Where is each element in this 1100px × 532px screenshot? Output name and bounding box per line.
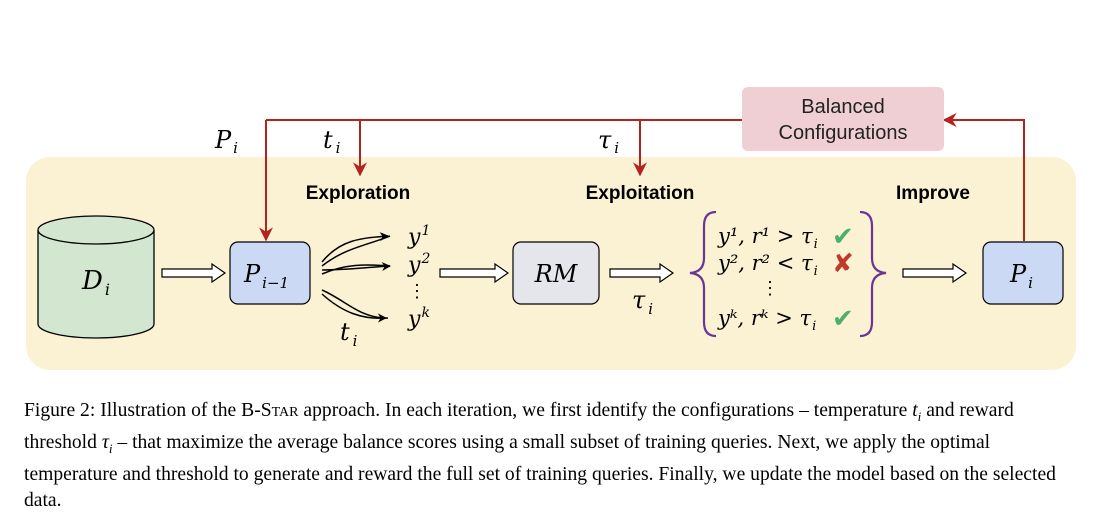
reward-brace-right: [859, 210, 887, 338]
reward-model-label: RM: [534, 260, 579, 288]
exploration-heading: Exploration: [306, 183, 411, 204]
improve-heading: Improve: [896, 183, 970, 204]
sample-dots: ⋮: [408, 281, 426, 301]
reward-row-1: y¹, r¹ > τi: [717, 224, 818, 252]
dataset-cylinder: [37, 215, 155, 339]
reward-row-2: y², r² < τi: [717, 251, 818, 279]
reward-row-k: yᵏ, rᵏ > τi: [717, 306, 816, 334]
policy-new-box: [982, 241, 1064, 305]
sample-yk: yk: [407, 305, 430, 332]
sampling-arrows: [321, 232, 391, 323]
hollow-arrow-3: [609, 262, 675, 284]
figure-caption: Figure 2: Illustration of the B-Star app…: [24, 400, 1056, 511]
hollow-arrow-2: [439, 262, 510, 284]
balanced-configurations-box: [742, 87, 944, 151]
check-icon: ✔: [832, 222, 854, 252]
hollow-arrows: [161, 262, 968, 284]
feedback-line: [942, 113, 1025, 241]
reward-model-box: [512, 241, 600, 305]
hollow-arrow-1: [161, 262, 227, 284]
cross-icon: ✘: [832, 249, 854, 279]
policy-prev-box: [229, 241, 311, 305]
balanced-label-line2: Configurations: [779, 122, 908, 144]
hollow-arrow-4: [902, 262, 968, 284]
reward-dots: ⋮: [761, 278, 779, 298]
sample-y2: y2: [407, 251, 430, 278]
check-icon: ✔: [832, 304, 854, 334]
sample-y1: y1: [407, 223, 430, 250]
exploitation-heading: Exploitation: [586, 183, 695, 204]
reward-brace: [689, 210, 717, 338]
balanced-label-line1: Balanced: [801, 96, 884, 118]
feedback-loop: [259, 113, 1025, 242]
